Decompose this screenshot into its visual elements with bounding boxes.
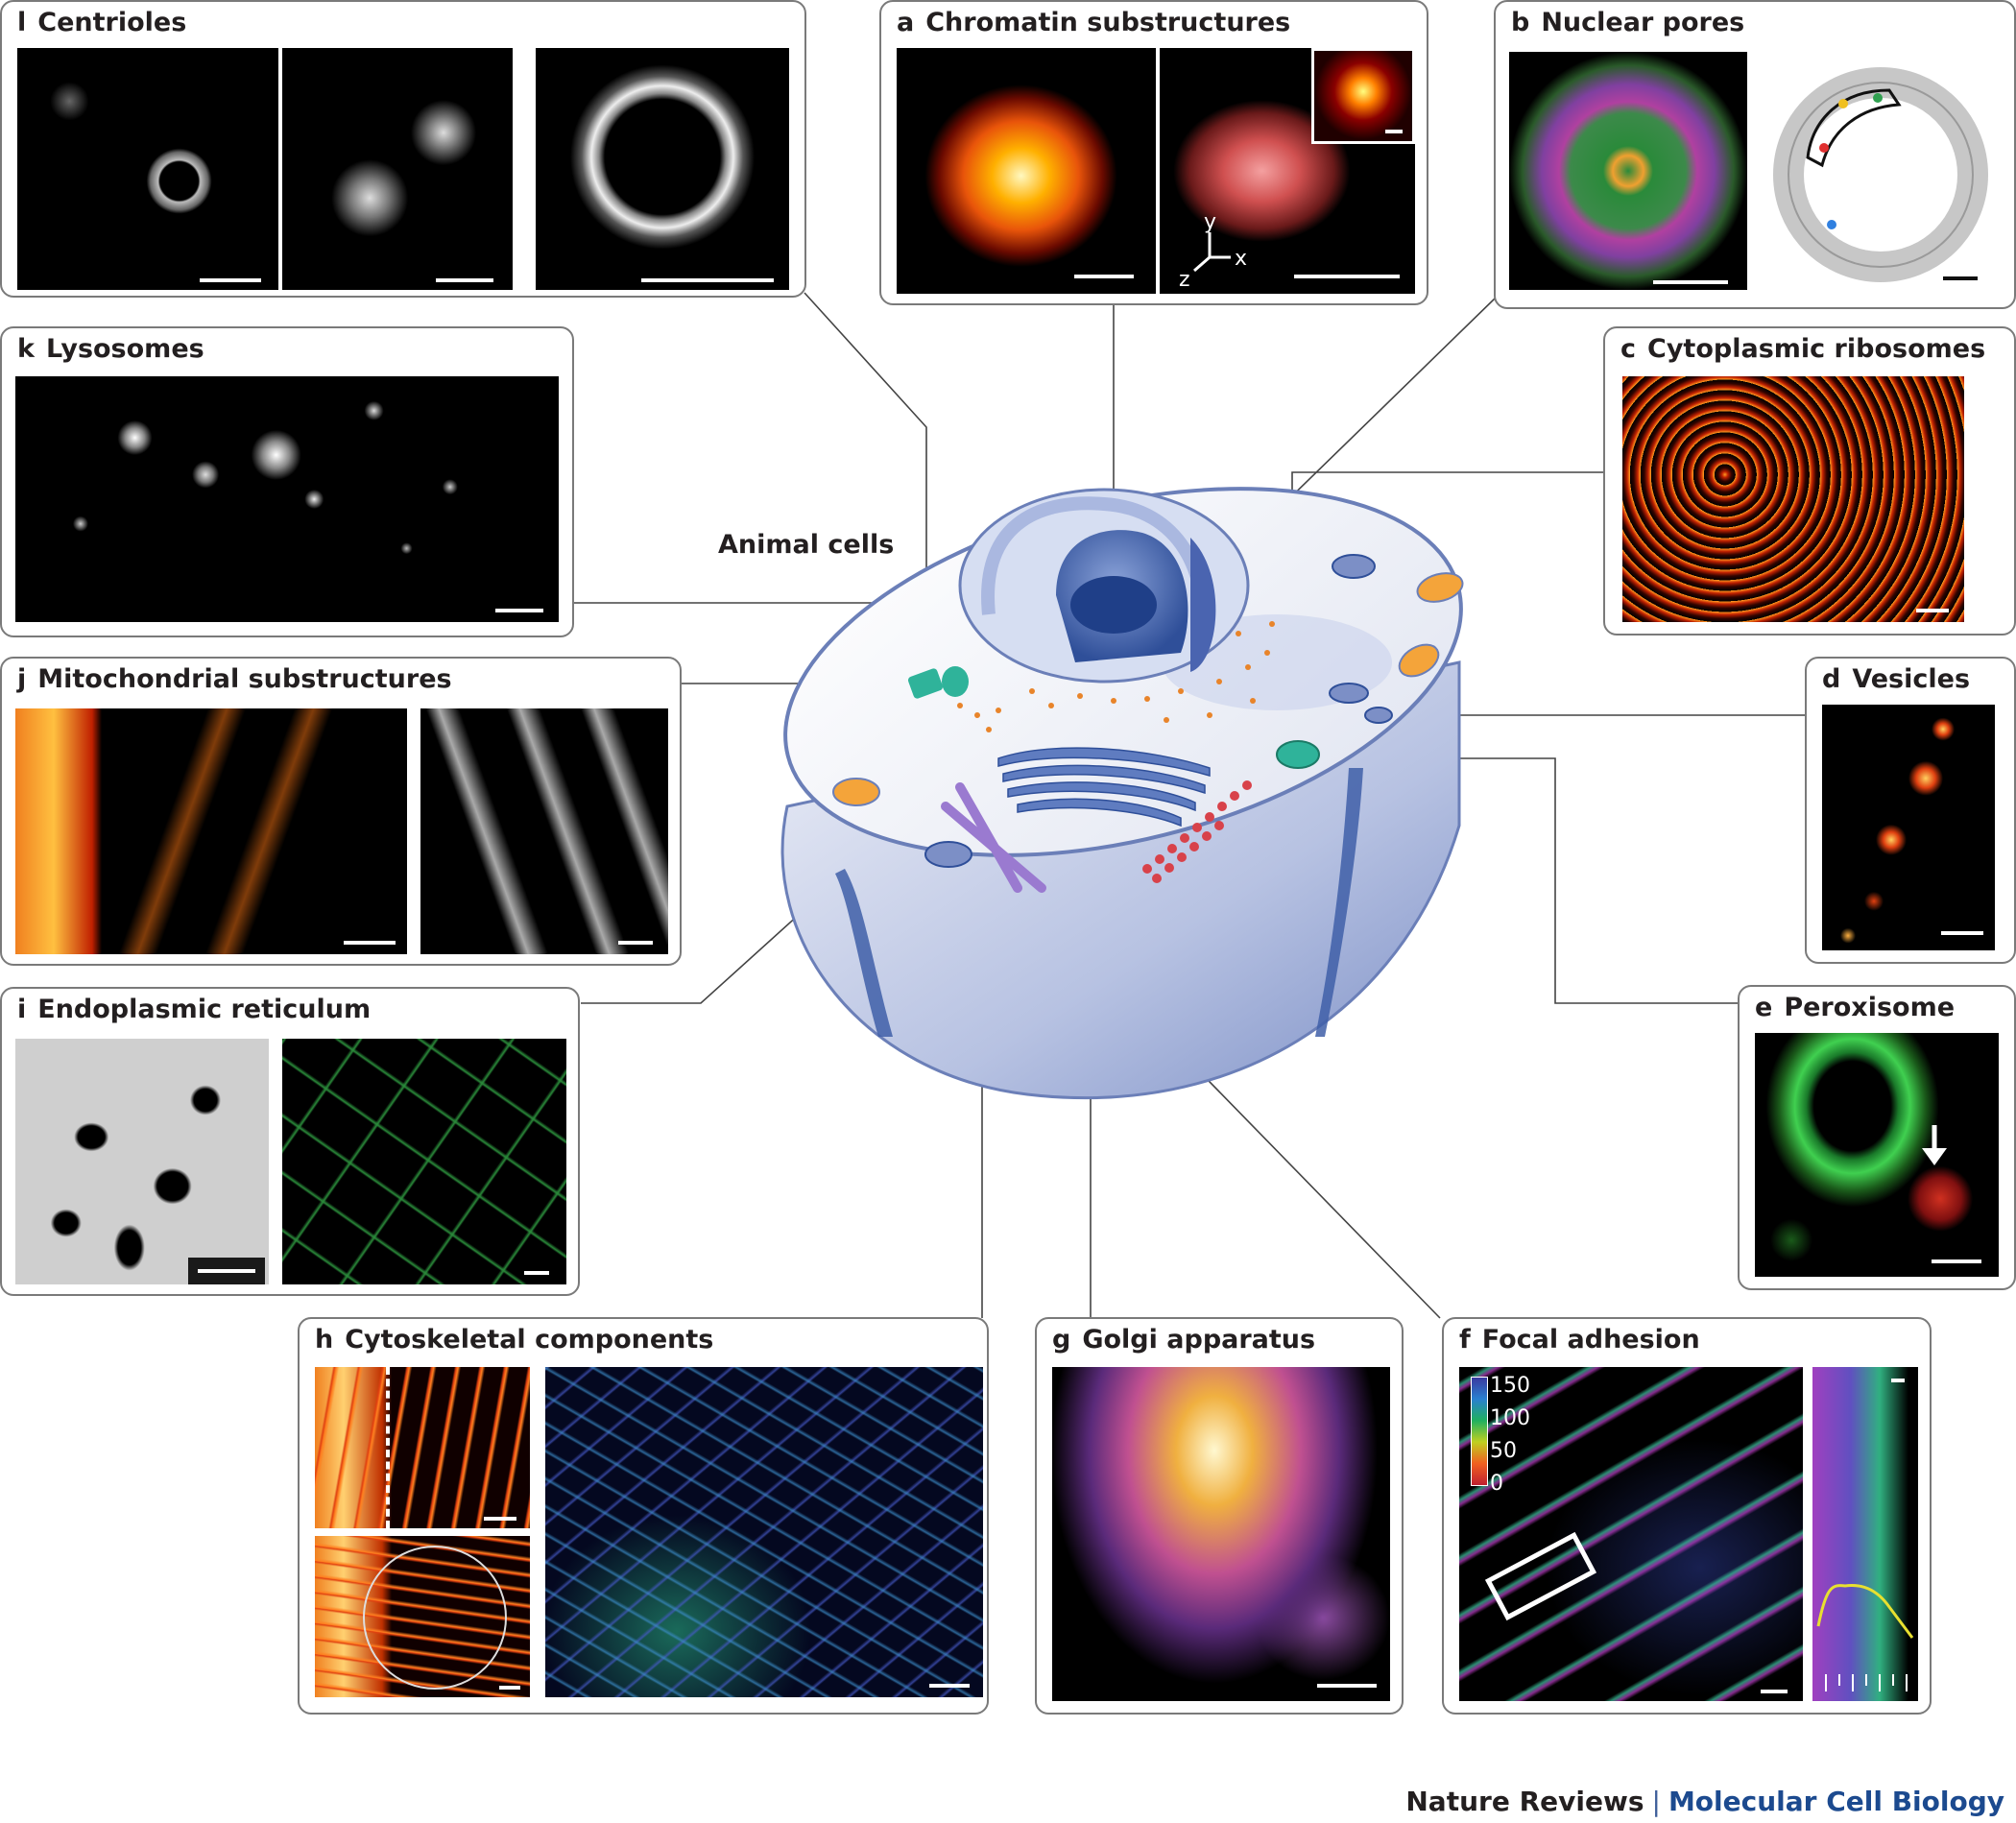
axis-label-z: z [1179,268,1190,288]
centriole-image-3 [536,48,789,290]
intensity-profile [1816,1584,1914,1691]
axis-label-x: x [1235,247,1247,271]
journal-section: Molecular Cell Biology [1668,1786,2004,1817]
chromatin-image-2: y z x [1160,48,1415,294]
chromatin-inset [1311,48,1415,144]
colorbar-ticks: 150 100 50 0 [1490,1374,1530,1496]
nuclear-pore-model [1773,67,1988,282]
journal-credit: Nature Reviews|Molecular Cell Biology [1405,1786,2004,1817]
ribosome-image [1622,376,1964,622]
centrioles [907,666,969,699]
er-ribosome-dots [957,621,1275,732]
lysosome-blob [924,841,972,868]
cytoskeleton [941,782,1046,893]
journal-name: Nature Reviews [1405,1786,1644,1817]
center-label: Animal cells [718,530,895,560]
cytoskeleton-image-3 [545,1367,983,1697]
centriole-image-1 [17,48,278,290]
mitochondria-image-1 [15,708,407,954]
golgi [997,747,1211,828]
peroxisome-blob [1276,740,1320,769]
colorbar-tick-0: 0 [1490,1472,1503,1496]
cytoskeleton-image-2 [315,1536,530,1697]
colorbar-tick-150: 150 [1490,1374,1530,1398]
focal-adhesion-image: 150 100 50 0 [1459,1367,1803,1701]
vesicle-image [1822,705,1995,950]
colorbar-tick-100: 100 [1490,1406,1530,1430]
peroxisome-image [1755,1033,1999,1277]
colorbar-tick-50: 50 [1490,1439,1517,1463]
axis-label-y: y [1204,211,1216,234]
focal-adhesion-kymograph [1812,1367,1918,1701]
cytoskeleton-image-1 [315,1367,530,1528]
colorbar [1471,1377,1488,1486]
chromatin-image-1 [897,48,1156,294]
mitochondria-image-2 [420,708,668,954]
golgi-image [1052,1367,1390,1701]
xyz-axes-icon: y z x [1179,211,1247,288]
er-image-2 [282,1039,566,1284]
centriole-image-2 [282,48,513,290]
microtubule-beads [1142,780,1252,883]
mitochondria [832,572,1464,806]
nuclear-pore-image [1509,52,1747,290]
er-image-1 [15,1039,269,1284]
arrow-icon [1922,1125,1947,1165]
lysosome-image [15,376,559,622]
journal-separator: | [1651,1786,1661,1817]
nucleus [958,488,1250,684]
roi-box [1484,1531,1597,1621]
